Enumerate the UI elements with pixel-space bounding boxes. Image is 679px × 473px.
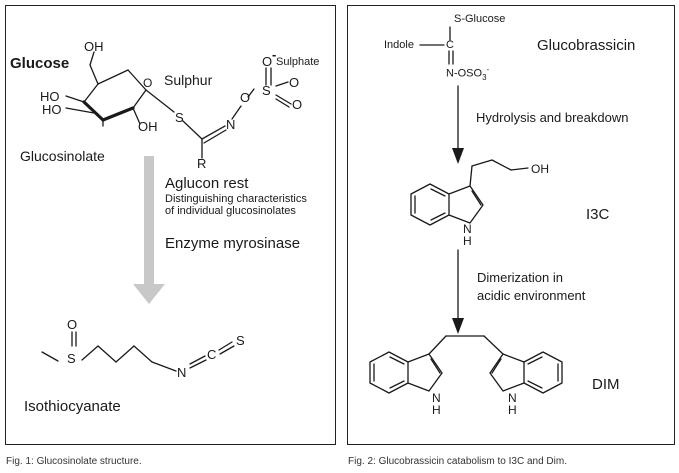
glucobrassicin-label: Glucobrassicin xyxy=(537,37,636,54)
aglucon-title: Aglucon rest xyxy=(165,175,249,192)
oh-bottom-label: OH xyxy=(138,119,158,134)
glucose-label: Glucose xyxy=(10,55,70,72)
aglucon-desc-line2: of individual glucosinolates xyxy=(165,205,296,217)
sulphate-o-right: O xyxy=(292,97,303,112)
hydrolysis-label: Hydrolysis and breakdown xyxy=(476,110,629,125)
itc-terminal-s: S xyxy=(236,333,245,348)
fig1-panel xyxy=(5,5,336,445)
i3c-hydrogen: H xyxy=(463,234,472,248)
c-atom-upper: C xyxy=(446,39,454,51)
sulphur-label: Sulphur xyxy=(164,72,213,88)
dimerization-line2: acidic environment xyxy=(477,288,586,303)
sulphate-o-minus: - xyxy=(272,47,277,62)
sulphur-atom: S xyxy=(175,110,184,125)
link-oxygen: O xyxy=(240,90,251,105)
oh-top-label: OH xyxy=(84,39,104,54)
fig2-caption: Fig. 2: Glucobrassicin catabolism to I3C… xyxy=(348,456,567,467)
dim-label: DIM xyxy=(592,376,620,393)
indole-label: Indole xyxy=(384,39,414,51)
s-glucose-label: S-Glucose xyxy=(454,13,506,25)
glucosinolate-label: Glucosinolate xyxy=(20,148,105,164)
ho-label-2: HO xyxy=(42,102,62,117)
isothiocyanate-label: Isothiocyanate xyxy=(24,398,121,415)
dim-nitrogen-right: N xyxy=(508,391,517,405)
sulphate-label: Sulphate xyxy=(276,56,320,68)
oh-label: OH xyxy=(531,162,549,176)
n-oso3-label: N-OSO3- xyxy=(446,65,490,82)
i3c-label: I3C xyxy=(586,206,610,223)
dim-hydrogen-right: H xyxy=(508,403,517,417)
itc-sulfoxide-s: S xyxy=(67,351,76,366)
itc-nitrogen: N xyxy=(177,365,187,380)
nitrogen-atom: N xyxy=(226,117,236,132)
ho-label-1: HO xyxy=(40,89,60,104)
aglucon-desc-line1: Distinguishing characteristics xyxy=(165,193,307,205)
c-atom-lower: C xyxy=(446,50,453,59)
dimerization-line1: Dimerization in xyxy=(477,270,563,285)
dim-hydrogen-left: H xyxy=(432,403,441,417)
itc-carbon: C xyxy=(207,347,217,362)
i3c-nitrogen: N xyxy=(463,222,472,236)
itc-oxygen: O xyxy=(67,317,78,332)
fig2-panel xyxy=(347,5,675,445)
fig1-caption: Fig. 1: Glucosinolate structure. xyxy=(6,456,142,467)
sulphate-s: S xyxy=(262,83,271,98)
dim-nitrogen-left: N xyxy=(432,391,441,405)
r-group-label: R xyxy=(197,156,207,171)
sulphate-o-left: O xyxy=(289,75,300,90)
ring-oxygen-label: O xyxy=(143,76,153,90)
enzyme-label: Enzyme myrosinase xyxy=(165,235,301,252)
sulphate-o-top: O xyxy=(262,54,273,69)
